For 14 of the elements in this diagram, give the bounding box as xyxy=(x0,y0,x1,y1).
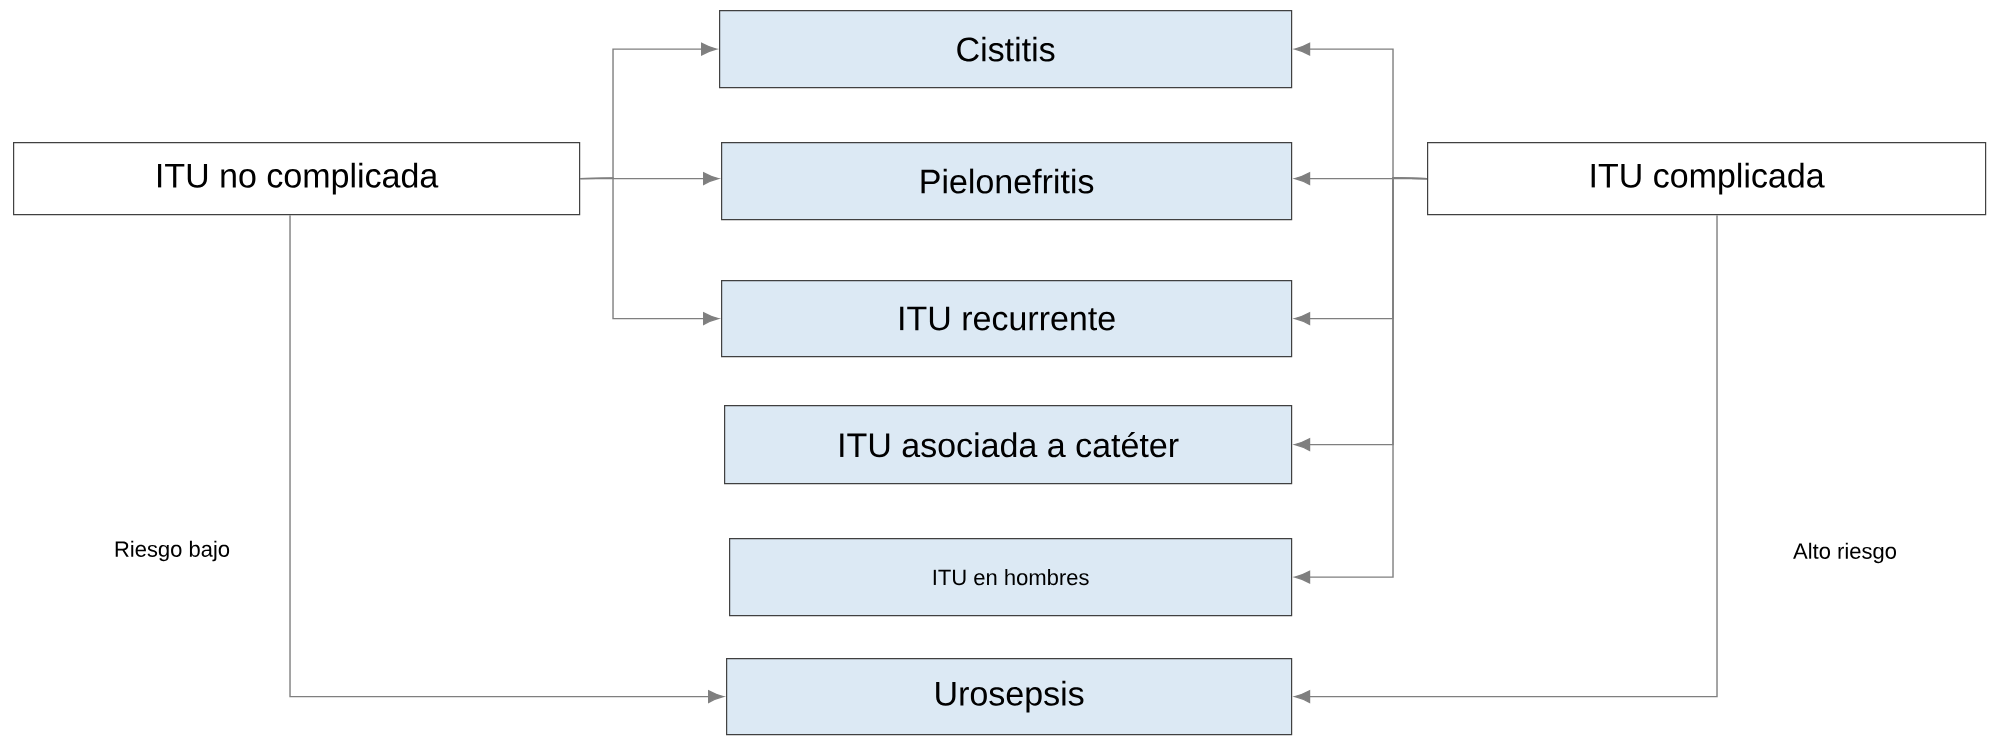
edge-label: Riesgo bajo xyxy=(111,538,233,564)
process-box: Pielonefritis xyxy=(721,142,1293,221)
arrow xyxy=(289,214,724,704)
arrow xyxy=(1294,214,1718,704)
process-box: ITU asociada a catéter xyxy=(724,405,1293,485)
arrow xyxy=(579,177,719,326)
process-box: Urosepsis xyxy=(726,658,1293,736)
process-box: ITU complicada xyxy=(1427,142,1987,216)
arrow xyxy=(1294,177,1428,584)
process-box: ITU no complicada xyxy=(13,142,581,216)
edge-label: Alto riesgo xyxy=(1791,540,1899,566)
process-box: Cistitis xyxy=(719,10,1293,89)
process-box: ITU recurrente xyxy=(721,280,1293,358)
process-box: ITU en hombres xyxy=(729,538,1293,617)
